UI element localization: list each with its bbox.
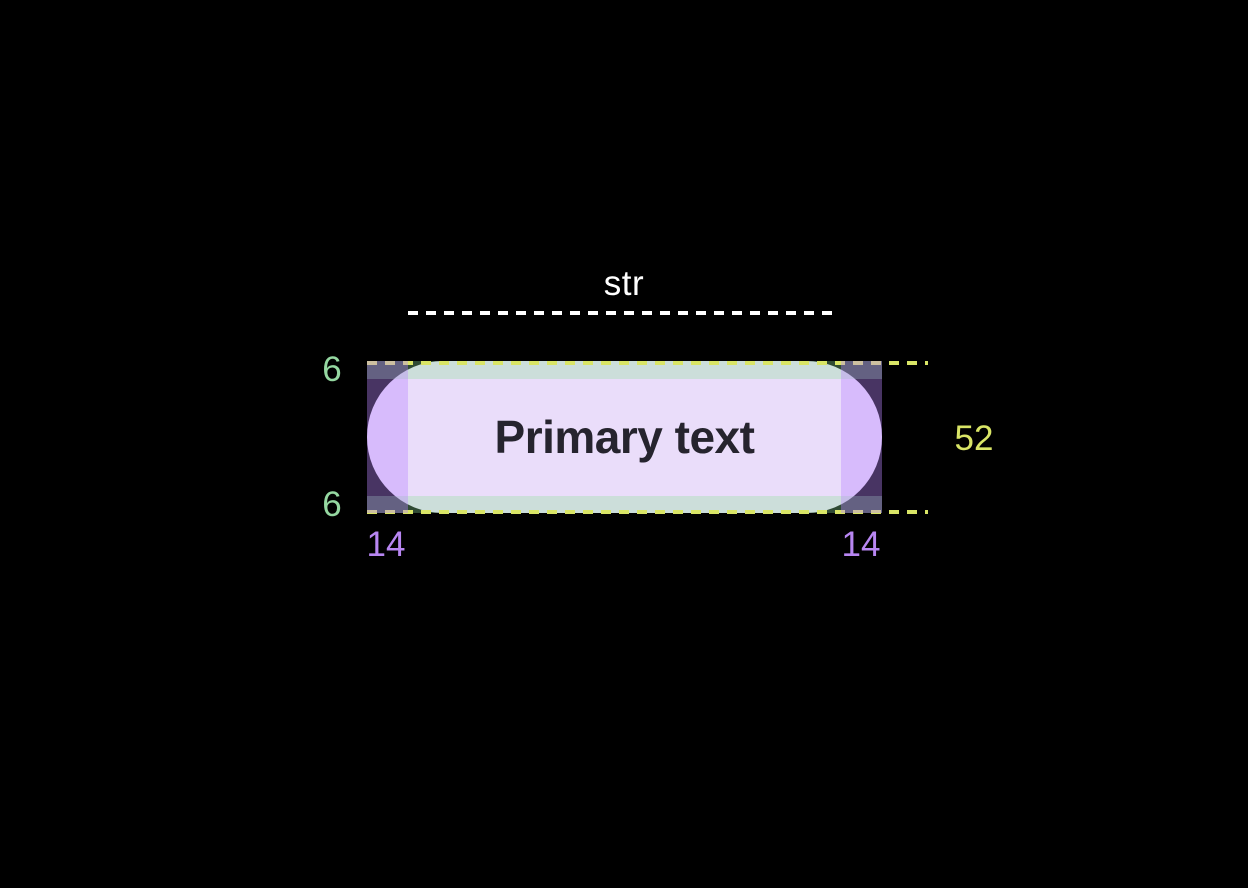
padding-left-overlay bbox=[367, 361, 408, 513]
padding-top-value: 6 bbox=[322, 350, 342, 389]
content-width-dashed-line bbox=[408, 311, 840, 315]
width-label: str bbox=[603, 264, 645, 303]
button-height-value: 52 bbox=[954, 419, 994, 458]
padding-left-value: 14 bbox=[366, 525, 406, 564]
padding-bottom-overlay bbox=[367, 495, 882, 513]
button-bottom-edge-dashed-line bbox=[367, 509, 928, 514]
primary-button[interactable]: Primary text bbox=[367, 361, 882, 513]
primary-button-label: Primary text bbox=[494, 411, 755, 463]
padding-bottom-value: 6 bbox=[322, 485, 342, 524]
button-top-edge-dashed-line bbox=[367, 361, 928, 365]
padding-right-value: 14 bbox=[841, 525, 881, 564]
padding-right-overlay bbox=[841, 361, 882, 513]
padding-top-overlay bbox=[367, 361, 882, 379]
